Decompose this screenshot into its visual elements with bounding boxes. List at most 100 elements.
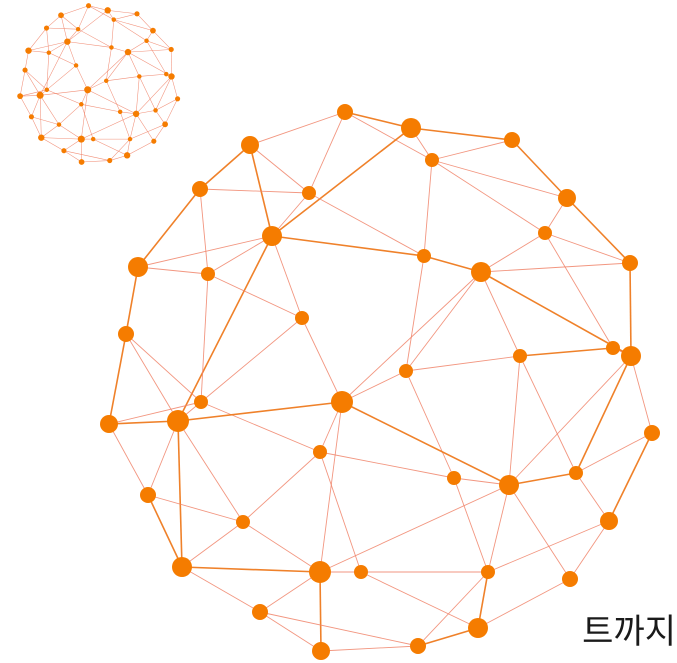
network-node <box>309 561 331 583</box>
network-node <box>644 425 660 441</box>
network-node <box>84 86 92 94</box>
network-edge <box>48 52 77 66</box>
network-edge <box>135 76 140 114</box>
network-edge <box>60 5 89 16</box>
network-edge <box>127 140 154 156</box>
network-edge <box>405 271 482 372</box>
network-node <box>36 91 44 99</box>
network-edge <box>177 420 244 523</box>
network-edge <box>139 73 167 77</box>
network-edge <box>41 137 65 151</box>
network-node <box>104 7 111 14</box>
network-node <box>241 136 259 154</box>
network-edge <box>405 370 455 479</box>
network-edge <box>81 160 110 163</box>
network-node <box>354 565 368 579</box>
network-edge <box>24 69 41 96</box>
network-node <box>61 148 67 154</box>
network-node <box>22 67 28 73</box>
network-edge <box>249 144 310 194</box>
network-edge <box>67 41 77 66</box>
network-edge <box>271 235 425 257</box>
network-edge <box>67 41 112 48</box>
network-edge <box>344 111 433 161</box>
network-edge <box>39 95 60 125</box>
network-node <box>606 341 620 355</box>
network-node <box>104 78 109 84</box>
network-node <box>504 132 520 148</box>
network-edge <box>575 355 632 474</box>
network-edge <box>119 111 131 140</box>
network-edge <box>75 65 88 90</box>
network-node <box>471 262 491 282</box>
network-edge <box>146 40 172 50</box>
network-node <box>132 110 140 118</box>
network-edge <box>113 19 154 31</box>
network-edge <box>431 159 546 234</box>
network-edge <box>153 124 166 142</box>
network-node <box>109 45 114 50</box>
network-node <box>513 349 527 363</box>
network-edge <box>41 137 82 140</box>
network-edge <box>207 273 303 319</box>
network-edge <box>155 98 178 111</box>
network-edge <box>341 271 482 403</box>
network-edge <box>487 520 610 573</box>
network-edge <box>319 451 455 479</box>
network-node <box>569 466 583 480</box>
network-edge <box>108 420 179 425</box>
network-edge <box>181 566 261 613</box>
network-edge <box>135 76 172 115</box>
network-edge <box>60 15 79 30</box>
network-node <box>79 102 84 107</box>
network-edge <box>146 40 167 75</box>
network-edge <box>135 113 155 142</box>
network-edge <box>575 432 653 474</box>
network-edge <box>19 96 32 117</box>
network-edge <box>566 197 631 264</box>
network-edge <box>629 262 632 357</box>
network-edge <box>480 262 631 273</box>
network-node <box>410 638 426 654</box>
network-edge <box>28 41 68 51</box>
network-node <box>107 158 113 164</box>
network-node <box>117 109 123 115</box>
network-edge <box>259 571 321 613</box>
network-edge <box>127 51 140 77</box>
network-edge <box>341 370 407 403</box>
network-node <box>201 267 215 281</box>
geodesic-sphere-small-icon <box>17 3 181 165</box>
geodesic-sphere-large-icon <box>100 104 660 660</box>
network-edge <box>113 13 138 20</box>
network-edge <box>28 50 49 53</box>
network-edge <box>308 111 346 194</box>
network-node <box>302 186 316 200</box>
network-edge <box>200 273 209 403</box>
network-edge <box>259 611 419 647</box>
network-edge <box>177 420 183 568</box>
network-edge <box>487 484 510 573</box>
network-edge <box>519 355 577 474</box>
network-edge <box>127 51 172 77</box>
network-edge <box>608 432 653 522</box>
network-node <box>111 17 117 22</box>
network-edge <box>40 89 88 96</box>
network-edge <box>630 355 653 434</box>
network-edge <box>109 138 131 161</box>
network-edge <box>31 95 41 117</box>
network-edge <box>129 113 137 140</box>
network-edge <box>519 347 614 357</box>
network-edge <box>77 28 112 48</box>
network-edge <box>139 76 156 111</box>
network-edge <box>508 355 521 486</box>
network-edge <box>81 104 121 113</box>
network-node <box>331 391 353 413</box>
network-edge <box>106 51 129 81</box>
network-edge <box>77 5 89 30</box>
network-edge <box>431 159 568 199</box>
network-edge <box>39 41 68 96</box>
network-node <box>140 487 156 503</box>
network-edge <box>341 401 510 486</box>
network-edge <box>127 40 147 53</box>
